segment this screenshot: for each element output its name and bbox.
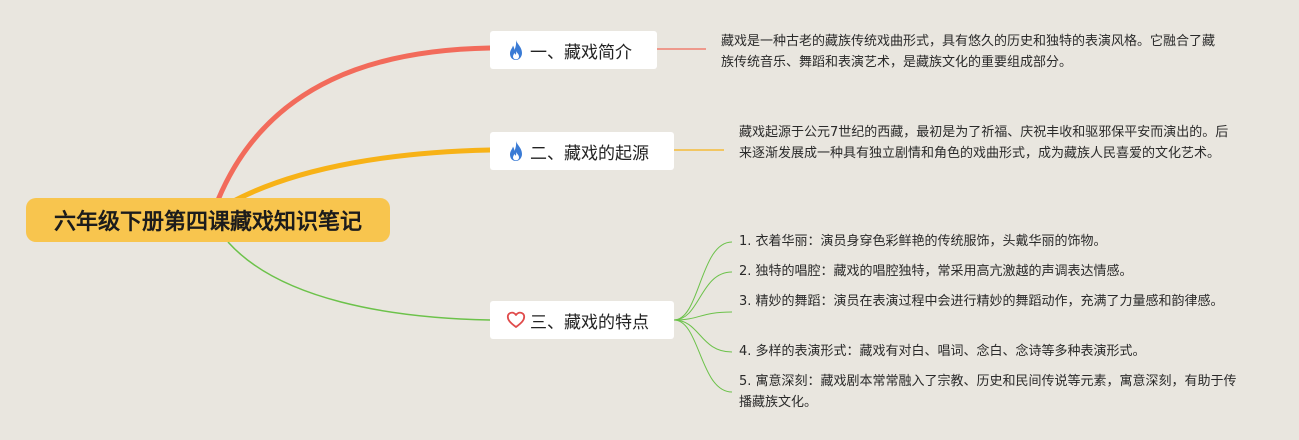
connector-branch-1: [215, 45, 493, 203]
fire-icon: [506, 39, 526, 61]
fire-icon: [506, 140, 526, 162]
feature-item-meaning: 5. 寓意深刻：藏戏剧本常常融入了宗教、历史和民间传说等元素，寓意深刻，有助于传…: [739, 374, 1237, 410]
connector-feature-3: [673, 311, 733, 321]
connector-feature-1: [673, 241, 733, 321]
branch-features[interactable]: 三、藏戏的特点: [490, 301, 674, 339]
branch-label: 二、藏戏的起源: [530, 143, 649, 164]
connector-feature-4: [673, 319, 733, 353]
feature-item-singing: 2. 独特的唱腔：藏戏的唱腔独特，常采用高亢激越的声调表达情感。: [739, 264, 1133, 279]
branch-introduction[interactable]: 一、藏戏简介: [490, 31, 657, 69]
heart-outline-icon: [506, 309, 526, 331]
root-node[interactable]: 六年级下册第四课藏戏知识笔记: [26, 198, 390, 242]
branch-label: 三、藏戏的特点: [530, 312, 649, 333]
note-introduction: 藏戏是一种古老的藏族传统戏曲形式，具有悠久的历史和独特的表演风格。它融合了藏族传…: [721, 34, 1216, 70]
feature-item-costume: 1. 衣着华丽：演员身穿色彩鲜艳的传统服饰，头戴华丽的饰物。: [739, 234, 1107, 249]
note-origin: 藏戏起源于公元7世纪的西藏，最初是为了祈福、庆祝丰收和驱邪保平安而演出的。后来逐…: [739, 125, 1229, 161]
branch-origin[interactable]: 二、藏戏的起源: [490, 132, 674, 170]
root-title: 六年级下册第四课藏戏知识笔记: [53, 210, 362, 235]
feature-item-dance: 3. 精妙的舞蹈：演员在表演过程中会进行精妙的舞蹈动作，充满了力量感和韵律感。: [739, 294, 1224, 309]
connector-feature-5: [673, 319, 733, 393]
connector-branch-3: [227, 241, 491, 321]
connector-feature-2: [673, 271, 733, 321]
branch-label: 一、藏戏简介: [530, 42, 632, 63]
connector-branch-2: [227, 147, 493, 206]
feature-item-forms: 4. 多样的表演形式：藏戏有对白、唱词、念白、念诗等多种表演形式。: [739, 344, 1146, 359]
